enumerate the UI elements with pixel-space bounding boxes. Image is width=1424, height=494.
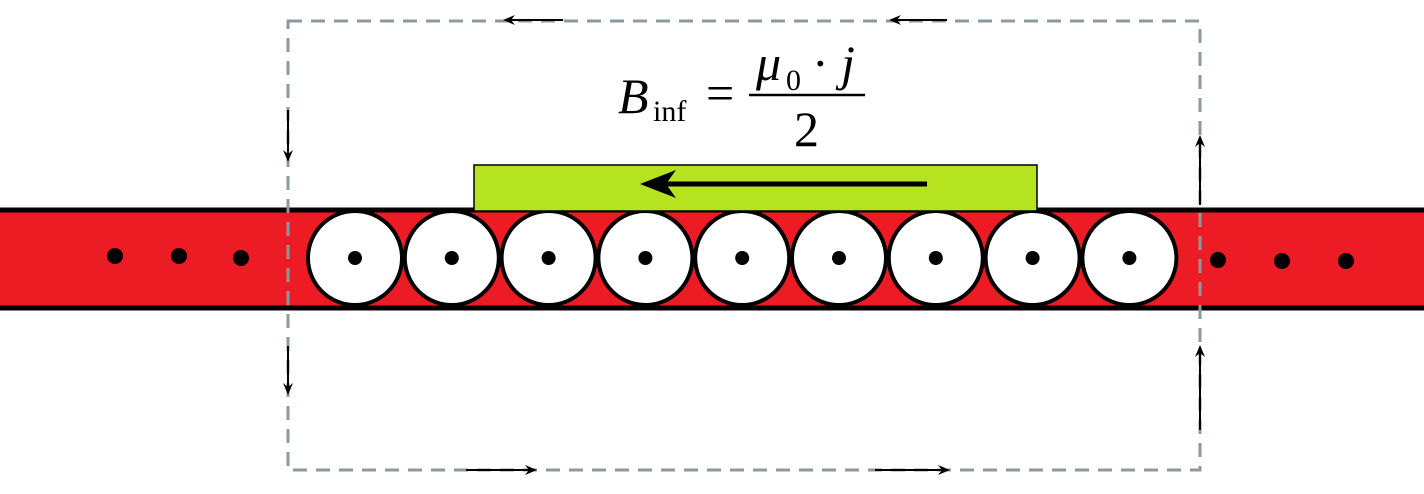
current-dot — [1122, 251, 1137, 265]
wire-8 — [983, 209, 1082, 307]
dot — [1338, 253, 1354, 269]
dot — [107, 248, 123, 264]
current-dot — [444, 251, 459, 265]
equation-denominator: 2 — [794, 101, 819, 157]
dot — [171, 248, 187, 264]
wire-3 — [499, 209, 598, 307]
field-bar — [473, 164, 1038, 212]
wire-4 — [596, 209, 695, 307]
equation-numerator-variable: j — [835, 35, 855, 91]
field-arrow-head — [640, 170, 676, 198]
wire-1 — [306, 209, 404, 307]
current-dot — [735, 251, 750, 265]
field-equation: B inf = μ 0 · j 2 — [618, 35, 865, 157]
current-dot — [638, 251, 653, 265]
loop-path — [286, 19, 1202, 472]
dot — [1210, 252, 1226, 268]
continuation-dots-left — [107, 248, 249, 266]
wires — [306, 209, 1179, 307]
wire-5 — [693, 209, 792, 307]
equation-lhs-symbol: B — [618, 68, 649, 124]
dot — [1274, 253, 1290, 269]
current-dot — [348, 251, 362, 265]
equation-operator: · — [812, 35, 829, 91]
amperian-loop — [283, 15, 1205, 475]
wire-9 — [1080, 209, 1179, 307]
continuation-dots-right — [1210, 252, 1354, 269]
field-bar-rect — [473, 164, 1038, 212]
equation-equals: = — [706, 65, 734, 121]
equation-numerator-subscript: 0 — [786, 64, 801, 97]
equation-numerator-symbol: μ — [755, 35, 781, 91]
current-dot — [928, 251, 943, 265]
current-dot — [832, 251, 846, 265]
current-dot — [541, 251, 556, 265]
wire-6 — [790, 209, 888, 307]
wire-7 — [886, 209, 985, 307]
current-dot — [1025, 251, 1040, 265]
equation-lhs-subscript: inf — [653, 95, 686, 128]
dot — [233, 250, 249, 266]
wire-2 — [402, 209, 501, 307]
